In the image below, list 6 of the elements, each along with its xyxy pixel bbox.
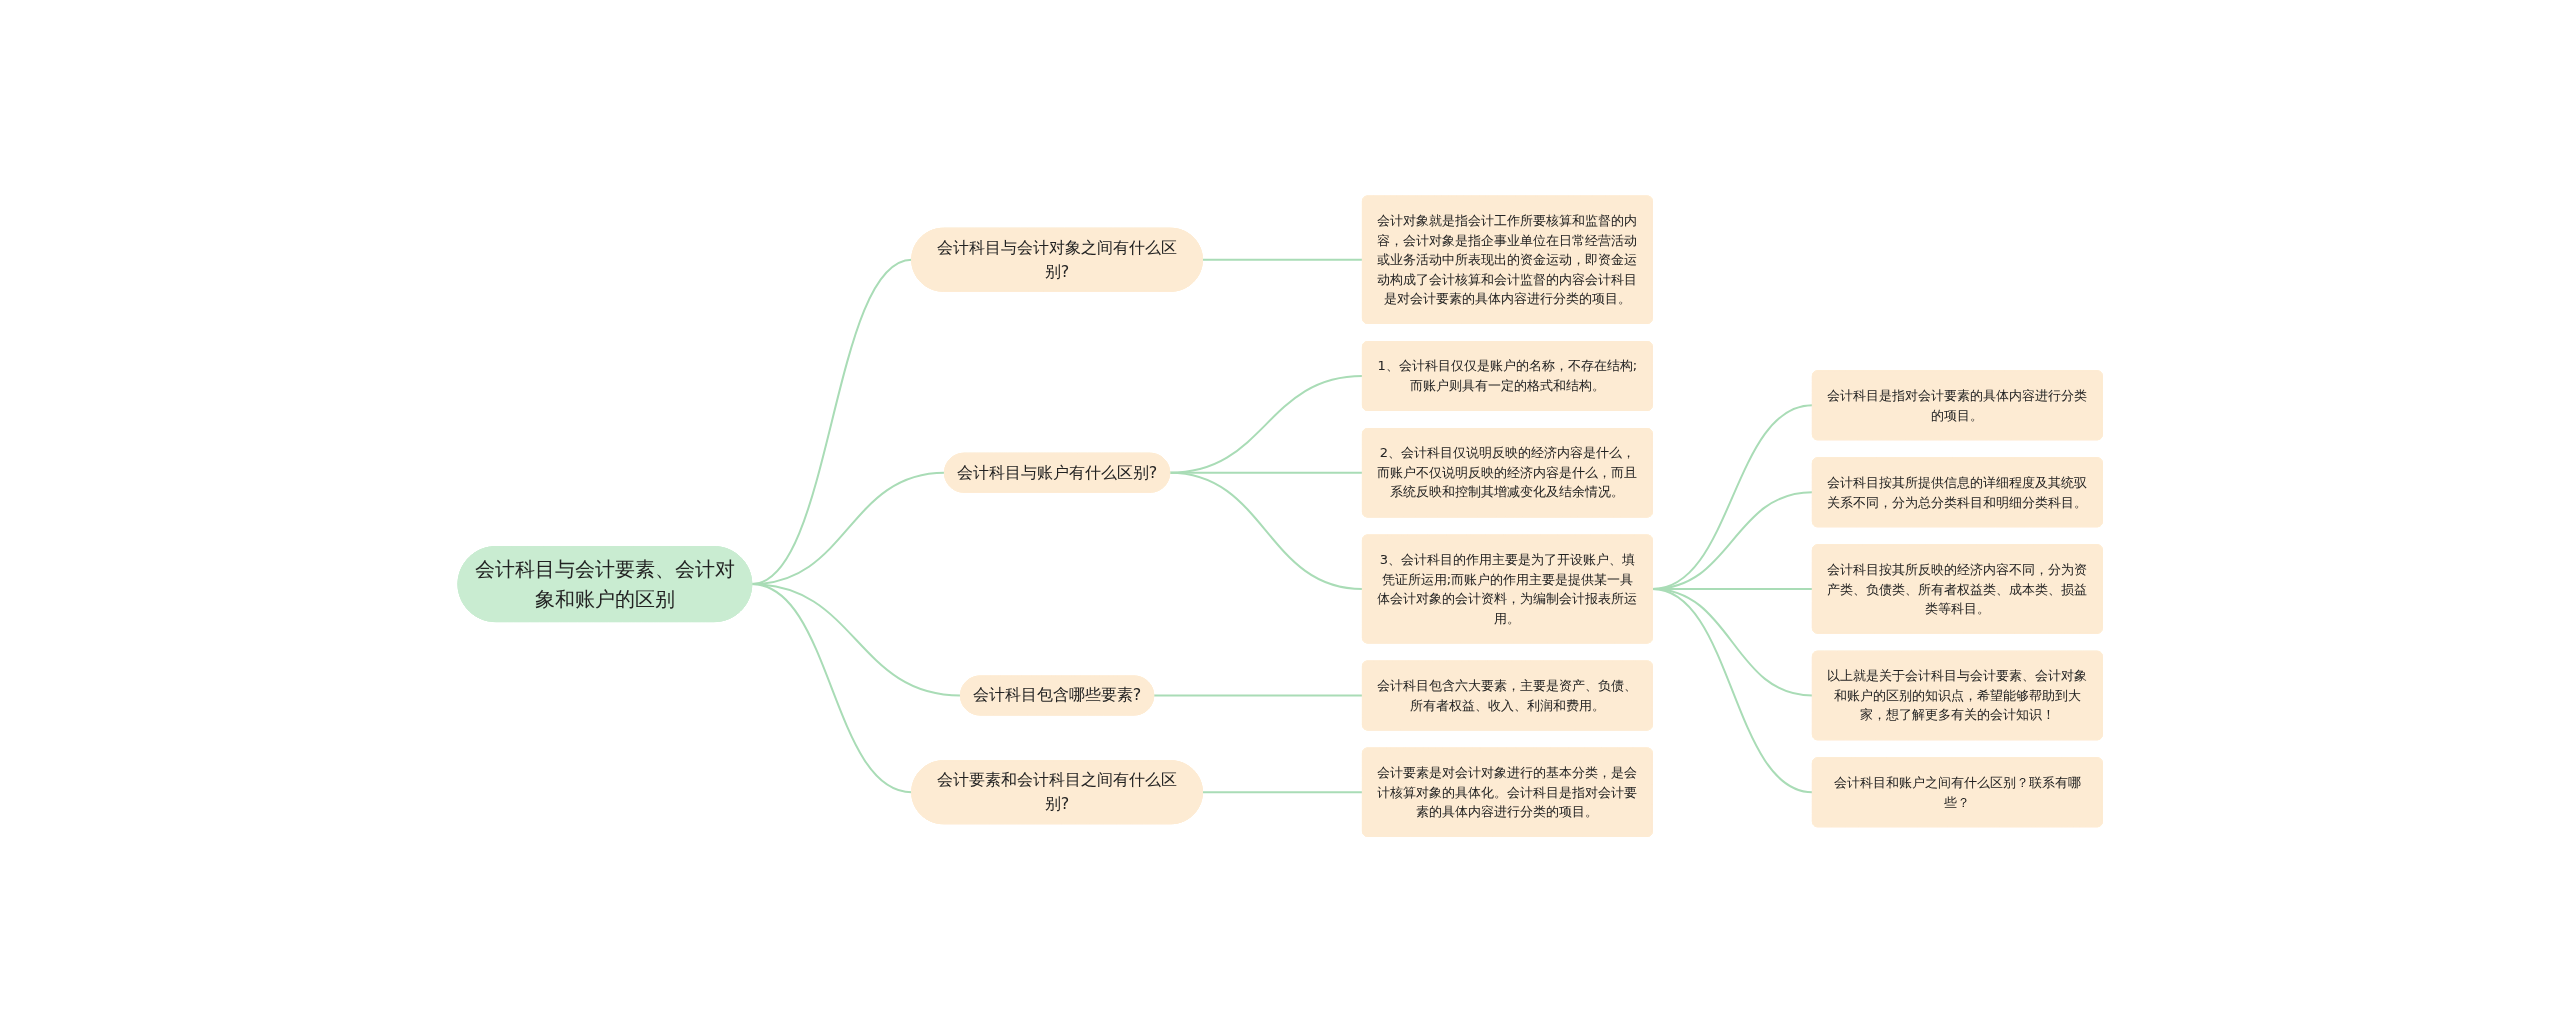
connector [1201, 259, 1364, 261]
connector [1651, 588, 1814, 794]
connector [1201, 791, 1364, 794]
connector [750, 583, 913, 794]
connector [1168, 472, 1364, 591]
connector [1152, 694, 1364, 697]
